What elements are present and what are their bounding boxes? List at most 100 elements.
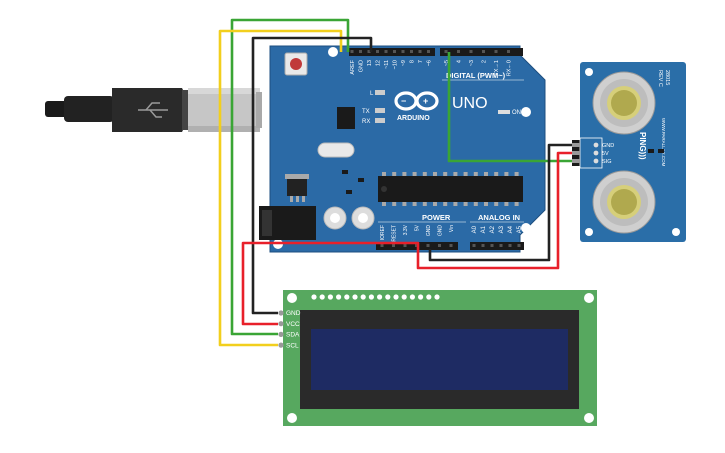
chip-leg xyxy=(443,202,448,206)
lcd-header-pin xyxy=(409,294,415,300)
pin-hole[interactable] xyxy=(384,50,388,53)
arduino-logo-icon xyxy=(394,91,439,111)
sensor-name: PING))) xyxy=(638,132,647,160)
sensor-pin[interactable] xyxy=(593,150,599,156)
analog-pin-label: A0 xyxy=(472,225,478,233)
lcd-header-pin xyxy=(336,294,342,300)
digital-pin-label: 8 xyxy=(410,60,416,63)
digital-pin-label: 2 xyxy=(482,60,488,63)
chip-leg xyxy=(422,202,427,206)
digital-pin-label: ~6 xyxy=(427,60,433,66)
lcd-header-pin xyxy=(377,294,383,300)
pin-hole[interactable] xyxy=(393,50,396,53)
pin-hole[interactable] xyxy=(410,50,413,53)
pin-hole[interactable] xyxy=(438,244,441,247)
digital-pin-label: 13 xyxy=(367,60,373,66)
pin-hole[interactable] xyxy=(494,50,498,53)
pin-hole[interactable] xyxy=(481,244,485,247)
power-pin-label: 3.3V xyxy=(403,224,409,235)
lcd-pin[interactable] xyxy=(278,321,284,327)
chip-leg xyxy=(514,202,519,206)
lcd-header-pin xyxy=(319,294,325,300)
pin-hole[interactable] xyxy=(457,50,460,53)
led-l xyxy=(375,90,385,95)
wire-black-sensor-gnd xyxy=(428,143,572,262)
sensor-part-number: 28015 xyxy=(664,70,670,85)
chip-leg xyxy=(422,172,427,176)
led-l-label: L xyxy=(370,91,374,97)
lcd-pin-label: SCL xyxy=(286,342,299,349)
ping-ultrasonic-sensor[interactable]: 28015 REV C WWW.PARALLAX.COM PING))) xyxy=(572,62,686,242)
pin-hole[interactable] xyxy=(359,50,362,53)
analog-header[interactable] xyxy=(470,242,524,250)
on-led xyxy=(498,110,510,114)
power-pin-label: 5V xyxy=(415,224,421,231)
lcd-header-pin xyxy=(344,294,350,300)
pin-hole[interactable] xyxy=(401,50,405,53)
pin-hole[interactable] xyxy=(507,50,510,53)
sensor-pin-label: SIG xyxy=(602,159,611,165)
pin-hole[interactable] xyxy=(427,50,430,53)
lcd-i2c-module[interactable] xyxy=(278,290,597,426)
pin-hole[interactable] xyxy=(367,50,371,53)
pin-hole[interactable] xyxy=(403,244,407,247)
chip-leg xyxy=(392,172,397,176)
wire-green-sda xyxy=(230,18,350,336)
pin-hole[interactable] xyxy=(415,244,418,247)
lcd-header-pin xyxy=(401,294,407,300)
chip-leg xyxy=(504,172,509,176)
pin-hole[interactable] xyxy=(426,244,430,247)
pin-hole[interactable] xyxy=(350,50,354,53)
chip-leg xyxy=(453,202,458,206)
digital-pin-label: ~11 xyxy=(384,60,390,69)
pin-hole[interactable] xyxy=(472,244,476,247)
pin-hole[interactable] xyxy=(490,244,494,247)
lcd-pin-label: VCC xyxy=(286,321,300,328)
sensor-pin[interactable] xyxy=(593,142,599,148)
power-label: POWER xyxy=(422,213,451,222)
chip-leg xyxy=(402,202,407,206)
sensor-revision: REV C xyxy=(657,70,663,87)
arduino-brand: ARDUINO xyxy=(397,115,430,122)
led-tx-label: TX xyxy=(362,109,370,115)
pin-hole[interactable] xyxy=(469,50,473,53)
pin-hole[interactable] xyxy=(376,50,379,53)
pin-hole[interactable] xyxy=(444,50,448,53)
chip-leg xyxy=(412,202,417,206)
pin-hole[interactable] xyxy=(508,244,512,247)
sensor-url: WWW.PARALLAX.COM xyxy=(661,118,666,167)
digital-pin-label: 7 xyxy=(418,60,424,63)
analog-pin-label: A3 xyxy=(499,225,505,233)
capacitor xyxy=(323,206,347,230)
pin-hole[interactable] xyxy=(418,50,422,53)
digital-pin-label: RX←0 xyxy=(507,60,513,76)
svg-text:−: − xyxy=(401,96,406,106)
pin-hole[interactable] xyxy=(449,244,453,247)
lcd-pin[interactable] xyxy=(278,342,284,348)
chip-leg xyxy=(463,202,468,206)
analog-pin-label: A5 xyxy=(517,225,523,233)
svg-text:+: + xyxy=(423,96,428,106)
transducer-bottom xyxy=(592,170,656,234)
lcd-pin[interactable] xyxy=(278,331,284,337)
sensor-pin[interactable] xyxy=(593,158,599,164)
pin-hole[interactable] xyxy=(517,244,521,247)
usb-chip xyxy=(337,107,355,129)
chip-leg xyxy=(382,172,386,176)
pin-hole[interactable] xyxy=(482,50,485,53)
pin-hole[interactable] xyxy=(392,244,395,247)
chip-leg xyxy=(412,172,417,176)
pin-hole[interactable] xyxy=(499,244,503,247)
pin-hole[interactable] xyxy=(380,244,384,247)
lcd-pin[interactable] xyxy=(278,310,284,316)
digital-header[interactable] xyxy=(349,48,523,56)
wire-red-lcd-vcc xyxy=(241,241,420,326)
digital-pin-label: GND xyxy=(359,60,365,72)
digital-pin-label: ~9 xyxy=(401,60,407,66)
chip-leg xyxy=(484,172,488,176)
